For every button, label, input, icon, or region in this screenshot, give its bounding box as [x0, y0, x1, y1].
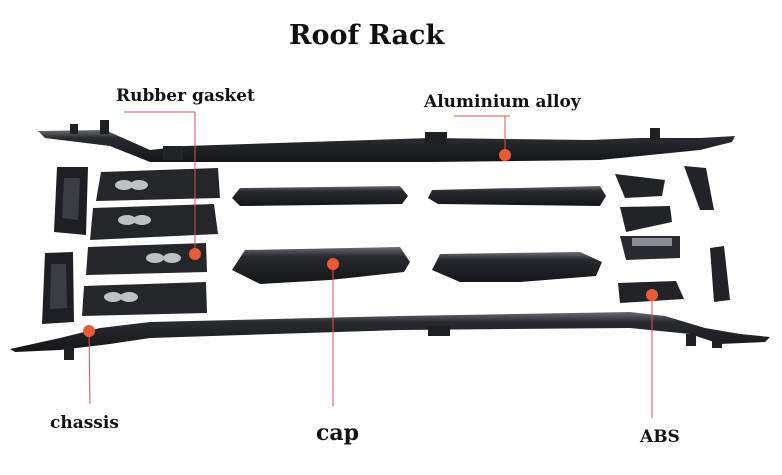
label-chassis: chassis	[50, 413, 119, 433]
abs-part-2	[620, 206, 672, 232]
abs-bracket-1	[684, 166, 714, 210]
gasket-3	[86, 243, 207, 275]
bottom-rail	[10, 312, 770, 360]
label-abs: ABS	[640, 427, 680, 447]
leader-lines	[88, 111, 653, 418]
label-aluminium-alloy: Aluminium alloy	[424, 92, 581, 112]
marker-cap	[327, 258, 339, 270]
gasket-4	[82, 282, 207, 316]
gasket-2	[90, 204, 218, 240]
gasket-long-1	[54, 167, 88, 235]
abs-part-1	[615, 174, 665, 198]
abs-bracket-2	[710, 246, 730, 302]
diagram-title: Roof Rack	[289, 20, 445, 51]
marker-aluminium-alloy	[499, 149, 511, 161]
abs-part-3	[620, 236, 680, 260]
marker-rubber-gasket	[189, 248, 201, 260]
cap-bottom-right	[432, 252, 602, 282]
cap-bottom-left	[232, 247, 410, 284]
gasket-1	[96, 168, 220, 201]
label-rubber-gasket: Rubber gasket	[116, 86, 255, 106]
marker-chassis	[83, 325, 95, 337]
gasket-long-2	[42, 252, 74, 324]
top-rail	[38, 120, 735, 162]
callout-markers	[83, 149, 658, 337]
label-cap: cap	[316, 420, 360, 446]
marker-abs	[646, 289, 658, 301]
cap-top-left	[232, 186, 408, 206]
cap-top-right	[428, 186, 606, 206]
